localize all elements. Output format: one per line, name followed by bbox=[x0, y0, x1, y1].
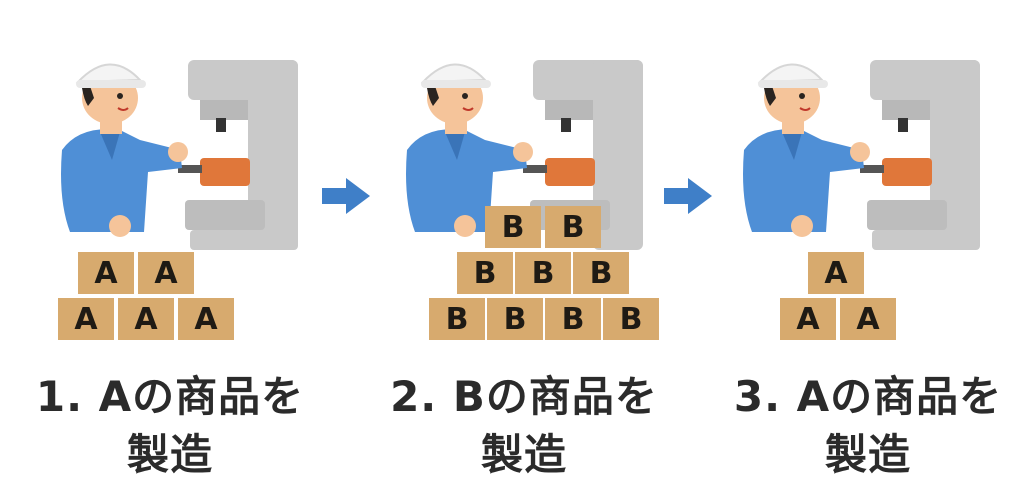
product-box bbox=[487, 298, 543, 340]
product-box-label: A bbox=[94, 256, 118, 291]
product-box bbox=[78, 252, 134, 294]
product-box-label: B bbox=[562, 210, 585, 245]
step-3-caption: 3. Aの商品を 製造 bbox=[728, 368, 1008, 484]
product-box-label: A bbox=[74, 302, 98, 337]
product-box bbox=[545, 298, 601, 340]
product-box bbox=[780, 298, 836, 340]
product-box-label: B bbox=[446, 302, 469, 337]
product-box bbox=[138, 252, 194, 294]
product-boxes: A A A bbox=[780, 252, 896, 340]
worker bbox=[406, 63, 533, 237]
arrow-right-icon bbox=[322, 178, 370, 214]
product-box-label: B bbox=[620, 302, 643, 337]
step-2-caption-line1: 2. Bの商品を bbox=[390, 372, 658, 421]
product-box-label: A bbox=[194, 302, 218, 337]
step-2-caption-line2: 製造 bbox=[480, 430, 567, 479]
press-machine bbox=[860, 60, 980, 250]
product-box-label: A bbox=[134, 302, 158, 337]
step-2-illustration: B B B B B B B B B bbox=[406, 60, 659, 340]
step-3-caption-line2: 製造 bbox=[824, 430, 911, 479]
product-box bbox=[573, 252, 629, 294]
product-box bbox=[603, 298, 659, 340]
product-boxes: A A A A A bbox=[58, 252, 234, 340]
product-box-label: A bbox=[856, 302, 880, 337]
product-box-label: A bbox=[154, 256, 178, 291]
arrow-right-icon bbox=[664, 178, 712, 214]
product-box-label: A bbox=[796, 302, 820, 337]
product-box bbox=[515, 252, 571, 294]
step-1-illustration: A A A A A bbox=[58, 60, 298, 340]
product-box-label: B bbox=[474, 256, 497, 291]
step-3-caption-line1: 3. Aの商品を bbox=[733, 372, 1003, 421]
product-box-label: B bbox=[502, 210, 525, 245]
product-box bbox=[485, 206, 541, 248]
product-box-label: B bbox=[590, 256, 613, 291]
step-1-caption-line2: 製造 bbox=[126, 430, 213, 479]
product-box-label: A bbox=[824, 256, 848, 291]
product-box bbox=[178, 298, 234, 340]
product-box-label: B bbox=[562, 302, 585, 337]
step-1-caption: 1. Aの商品を 製造 bbox=[30, 368, 310, 484]
product-box bbox=[545, 206, 601, 248]
step-2-caption: 2. Bの商品を 製造 bbox=[384, 368, 664, 484]
product-box bbox=[429, 298, 485, 340]
worker bbox=[743, 63, 870, 237]
product-box bbox=[457, 252, 513, 294]
product-box-label: B bbox=[504, 302, 527, 337]
product-box bbox=[58, 298, 114, 340]
step-3-illustration: A A A bbox=[743, 60, 980, 340]
step-1-caption-line1: 1. Aの商品を bbox=[35, 372, 305, 421]
product-box bbox=[840, 298, 896, 340]
press-machine bbox=[178, 60, 298, 250]
product-box bbox=[808, 252, 864, 294]
product-box-label: B bbox=[532, 256, 555, 291]
product-boxes: B B B B B B B B B bbox=[429, 206, 659, 340]
worker bbox=[61, 63, 188, 237]
product-box bbox=[118, 298, 174, 340]
